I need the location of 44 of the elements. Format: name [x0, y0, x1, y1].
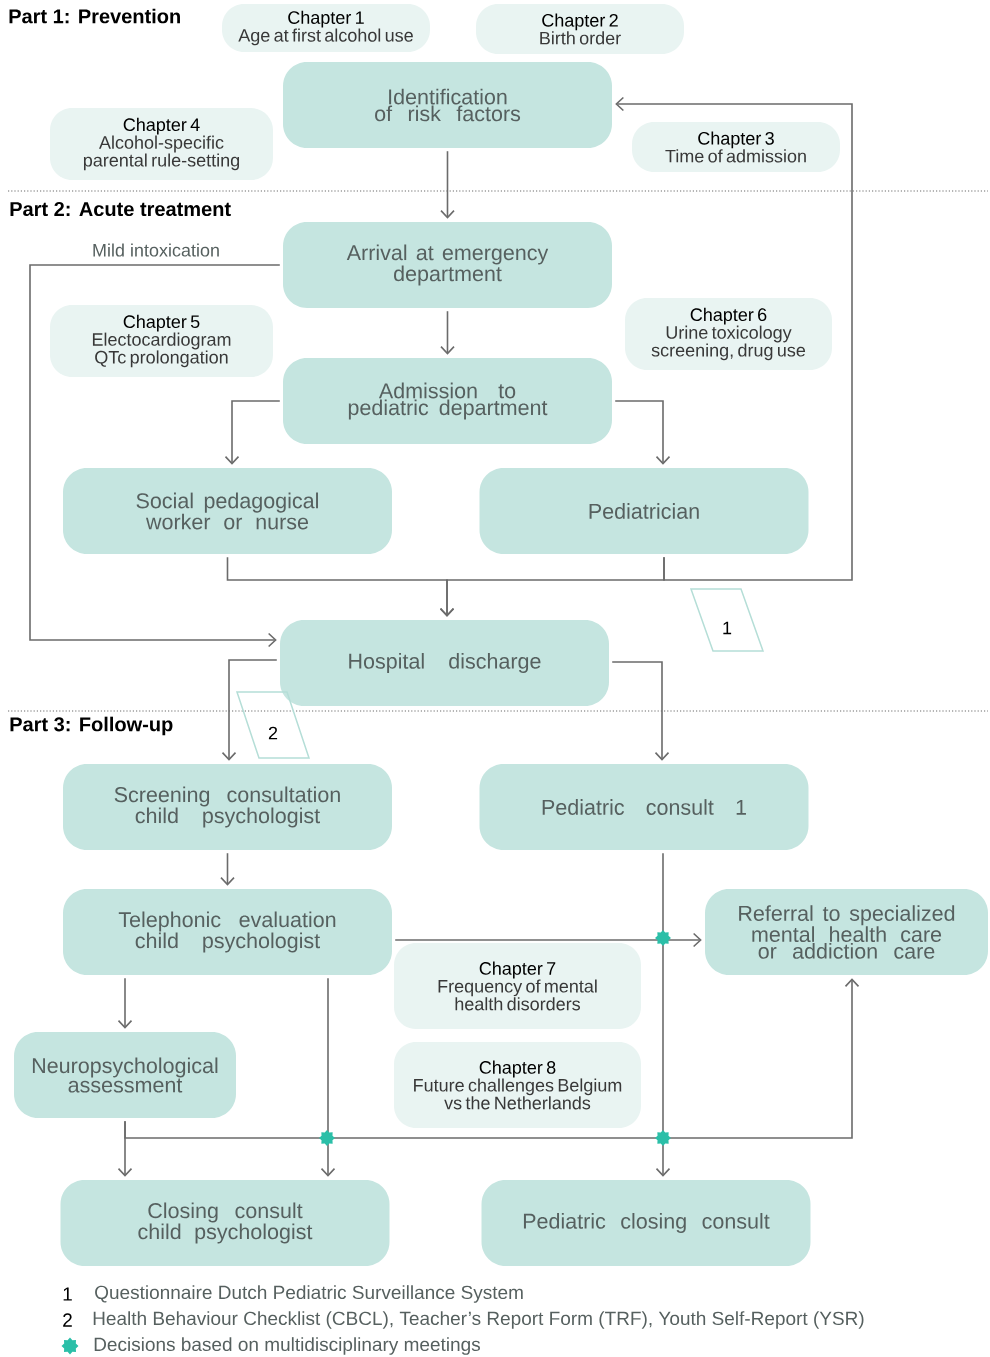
process-box: Admission to pediatric department: [283, 358, 612, 444]
arrow: [221, 659, 278, 761]
arrow: [440, 310, 455, 355]
arrow: [220, 852, 235, 886]
process-box: Neuropsychological assessment: [14, 1032, 236, 1118]
chapter-bubble: Chapter 1 Age at first alcohol use: [222, 4, 430, 52]
footnote-number: 2: [63, 1313, 72, 1327]
process-box: Social pedagogical worker or nurse: [63, 468, 392, 554]
process-box: Hospital discharge: [280, 620, 609, 706]
process-box: Referral to specialized mental health care or addiction care: [705, 889, 988, 975]
process-box: Pediatrician: [479, 468, 809, 554]
arrow: [320, 977, 336, 1177]
footnote-text: Health Behaviour Checklist (CBCL), Teacher’s Report Form (TRF), Youth Self-Report (YSR): [93, 1311, 864, 1329]
legend-text: Decisions based on multidisciplinary meetings: [94, 1337, 480, 1355]
process-box: Pediatric consult 1: [479, 764, 809, 850]
process-box: Screening consultation child psychologist: [63, 764, 392, 850]
chapter-bubble: Chapter 2 Birth order: [476, 4, 684, 54]
arrow: [124, 978, 860, 1139]
chapter-bubble: Chapter 3 Time of admission: [632, 122, 840, 172]
footnote-number: 1: [63, 1287, 72, 1301]
arrow: [611, 661, 670, 761]
process-box: Arrival at emergency department: [283, 222, 612, 308]
section-heading: Part 3: Follow-up: [10, 716, 173, 736]
edge-label: Mild intoxication: [90, 242, 222, 258]
arrow: [614, 400, 671, 465]
chapter-bubble: Chapter 8 Future challenges Belgium vs the Netherlands: [394, 1042, 641, 1128]
process-box: Closing consult child psychologist: [60, 1180, 390, 1266]
arrow: [615, 96, 853, 581]
chapter-bubble: Chapter 6 Urine toxicology screening, drug use: [625, 298, 832, 370]
section-heading: Part 1: Prevention: [9, 8, 180, 24]
chapter-bubble: Chapter 4 Alcohol-specific parental rule-setting: [50, 108, 273, 180]
arrow: [117, 977, 133, 1029]
arrow: [440, 150, 455, 219]
process-box: Pediatric closing consult: [481, 1180, 811, 1266]
chapter-bubble: Chapter 7 Frequency of mental health disorders: [394, 943, 641, 1029]
process-box: Telephonic evaluation child psychologist: [63, 889, 392, 975]
chapter-bubble: Chapter 5 Electocardiogram QTc prolongation: [50, 305, 273, 377]
arrow: [394, 932, 702, 948]
arrow: [224, 400, 281, 465]
process-box: Identification of risk factors: [283, 62, 612, 148]
arrow: [655, 852, 671, 1177]
arrow: [29, 264, 281, 648]
footnote-text: Questionnaire Dutch Pediatric Surveillance System: [95, 1285, 523, 1303]
section-heading: Part 2: Acute treatment: [10, 201, 231, 217]
